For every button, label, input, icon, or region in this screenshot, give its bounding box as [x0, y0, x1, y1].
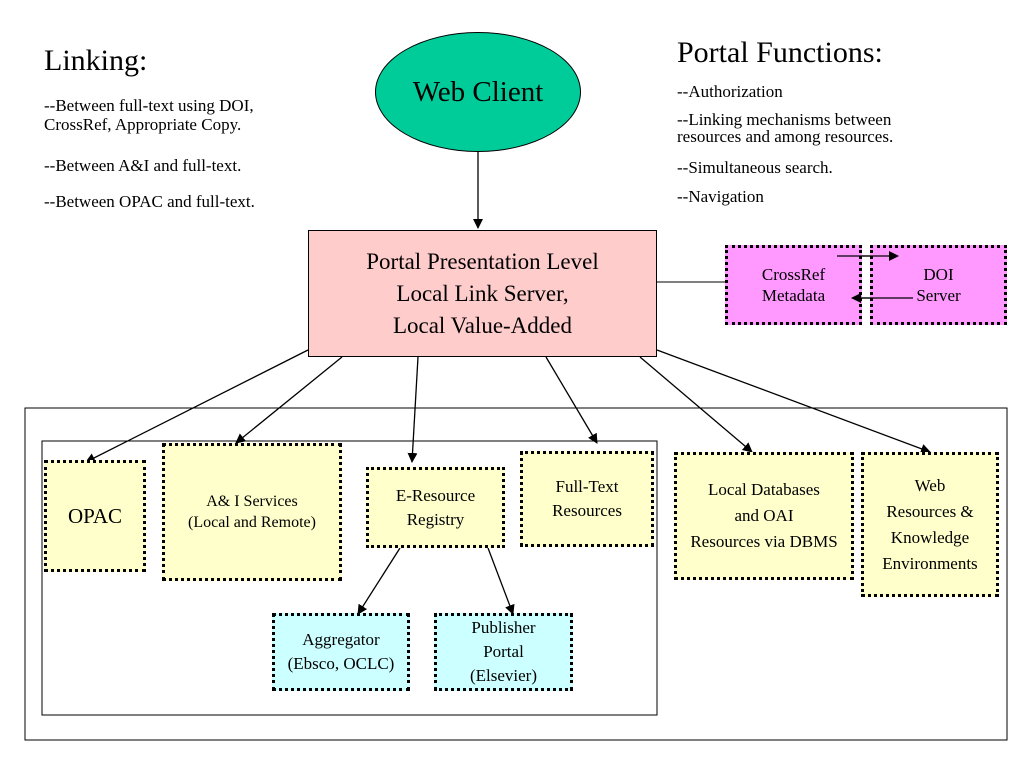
arrow-eresource-to-publisher	[487, 547, 515, 615]
opac-node: OPAC	[44, 460, 146, 572]
portal-function-search: --Simultaneous search.	[677, 158, 833, 177]
linking-item-ai: --Between A&I and full-text.	[44, 156, 242, 175]
arrow-portal-to-webresources	[656, 349, 931, 454]
linking-title: Linking:	[44, 44, 148, 77]
local-databases-node: Local Databases and OAI Resources via DB…	[674, 452, 854, 580]
e-resource-registry-node: E-Resource Registry	[366, 467, 505, 548]
web-resources-node: Web Resources & Knowledge Environments	[861, 452, 999, 597]
portal-function-authorization: --Authorization	[677, 82, 783, 101]
arrow-eresource-to-aggregator	[357, 547, 401, 615]
portal-presentation-node: Portal Presentation Level Local Link Ser…	[308, 230, 657, 357]
web-client-node: Web Client	[375, 32, 581, 152]
publisher-portal-node: Publisher Portal (Elsevier)	[434, 613, 573, 691]
arrow-portal-to-eresource	[407, 356, 419, 463]
arrow-portal-to-localdb	[639, 356, 753, 453]
portal-functions-title: Portal Functions:	[677, 36, 883, 69]
arrow-portal-to-fulltext	[545, 356, 598, 444]
portal-function-linking: --Linking mechanisms between resources a…	[677, 110, 894, 146]
ai-services-node: A& I Services (Local and Remote)	[162, 443, 342, 581]
linking-item-doi: --Between full-text using DOI, CrossRef,…	[44, 96, 254, 134]
outer-frame	[24, 407, 1008, 741]
full-text-resources-node: Full-Text Resources	[520, 451, 654, 547]
linking-item-opac: --Between OPAC and full-text.	[44, 192, 255, 211]
arrow-portal-to-ai	[235, 356, 343, 444]
inner-frame	[41, 440, 658, 716]
crossref-metadata-node: CrossRef Metadata	[725, 245, 862, 325]
arrow-portal-to-opac	[85, 349, 309, 463]
portal-function-navigation: --Navigation	[677, 187, 764, 206]
aggregator-node: Aggregator (Ebsco, OCLC)	[272, 613, 410, 691]
